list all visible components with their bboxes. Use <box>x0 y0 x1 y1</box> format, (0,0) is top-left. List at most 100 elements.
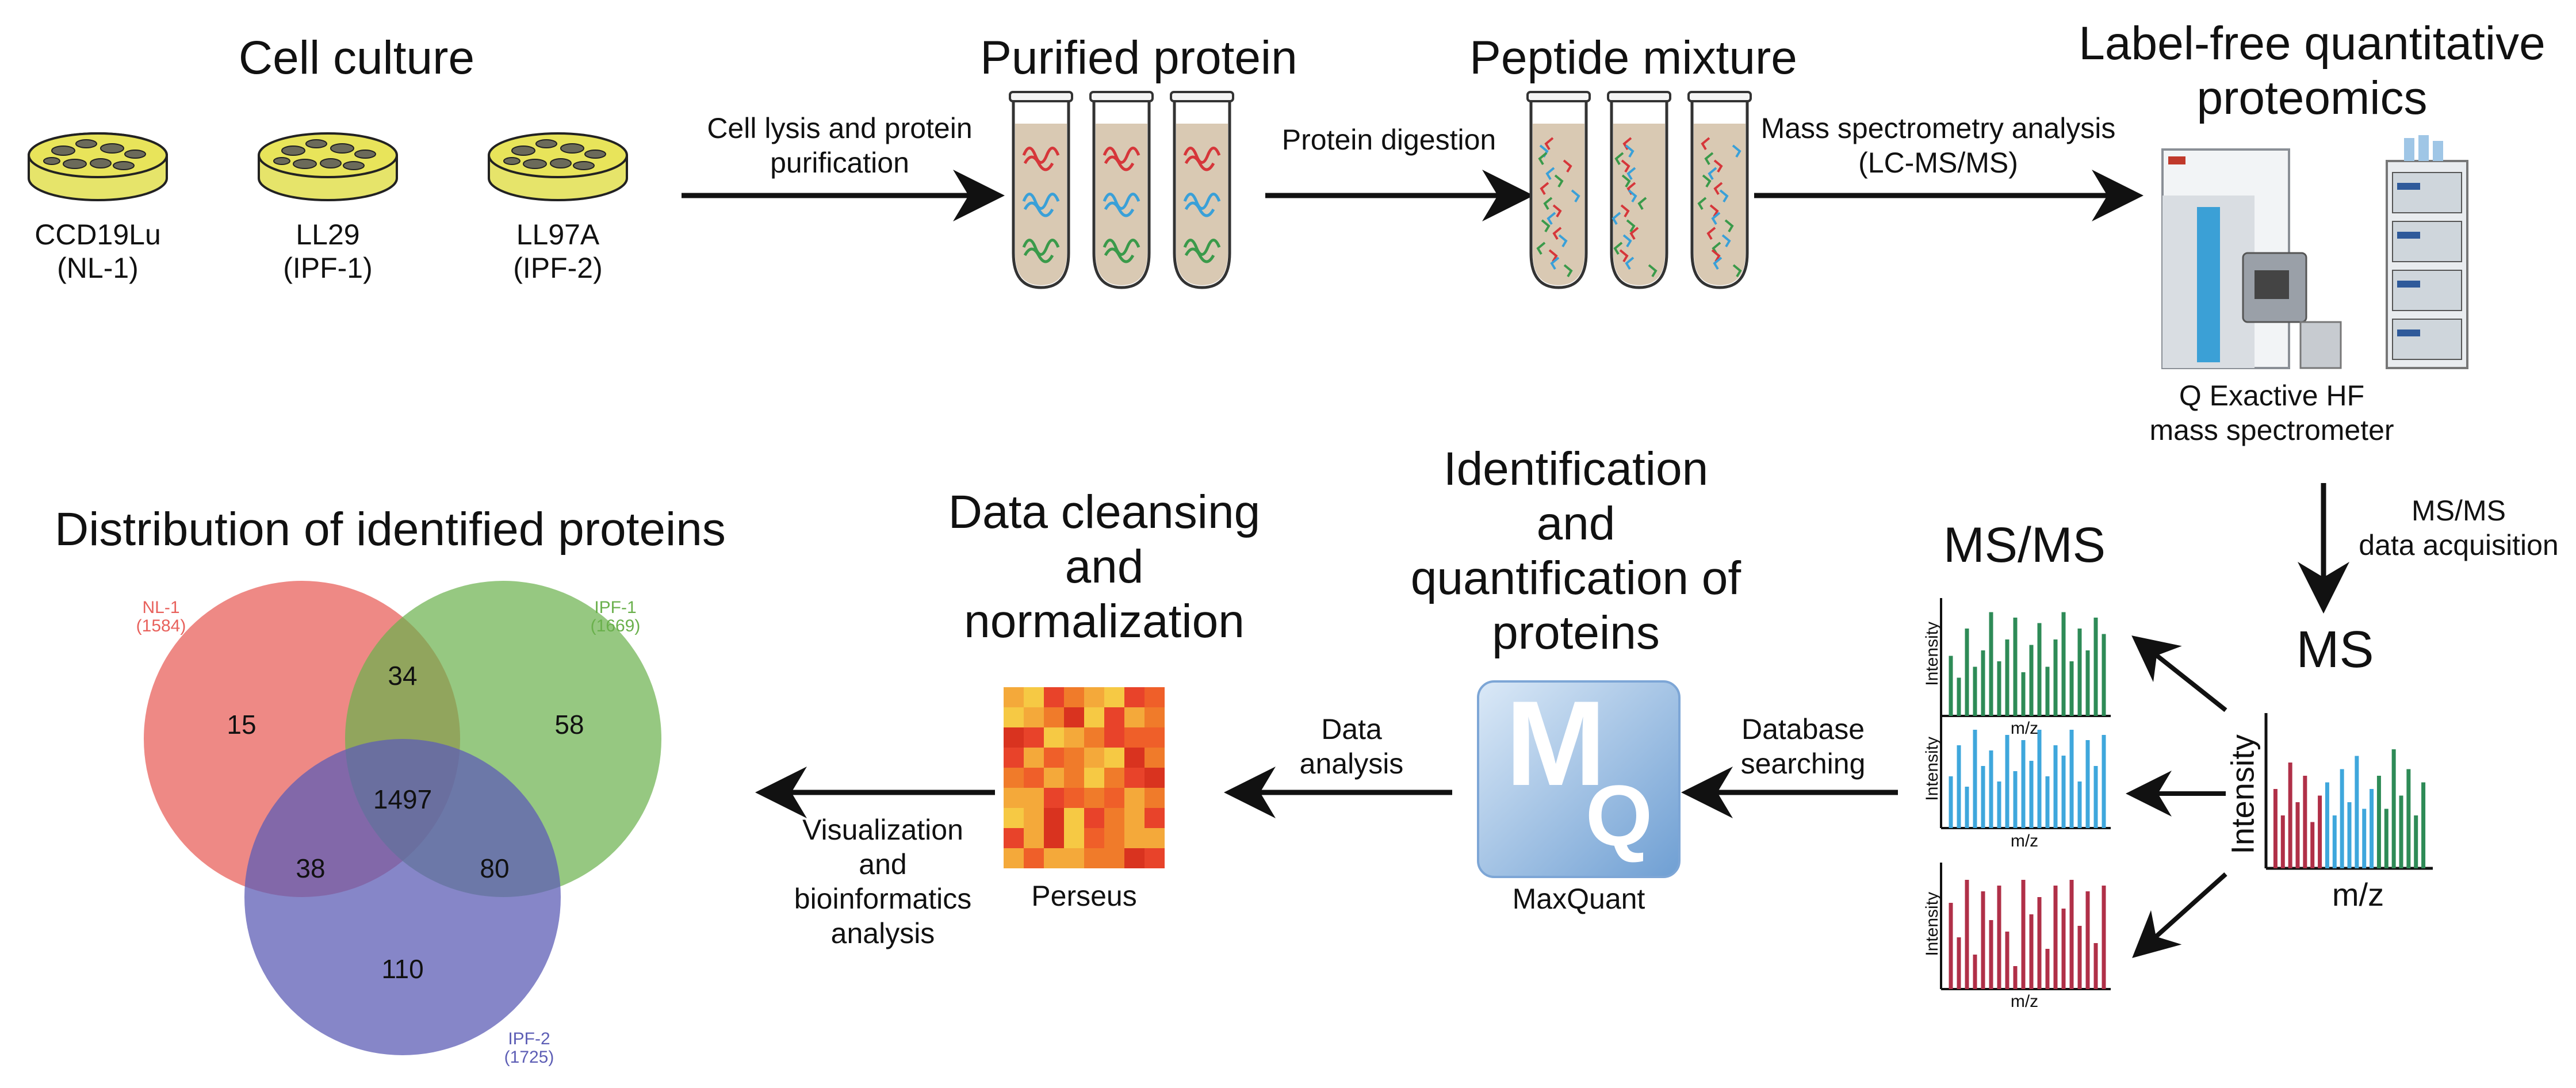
test-tube-icon <box>1170 91 1234 289</box>
heatmap-cell <box>1064 768 1084 788</box>
heatmap-cell <box>1104 727 1124 748</box>
heatmap-cell <box>1004 848 1024 868</box>
test-tube-icon <box>1089 91 1154 289</box>
ms-spectrum <box>2264 713 2433 870</box>
msms-red-ylabel: Intensity <box>1923 891 1942 956</box>
heatmap-cell <box>1104 788 1124 808</box>
test-tube-icon <box>1526 91 1591 289</box>
heatmap-cell <box>1064 727 1084 748</box>
heatmap-cell <box>1124 808 1145 828</box>
msms-green-xlabel: m/z <box>2010 719 2039 738</box>
heatmap-cell <box>1124 748 1145 768</box>
heatmap-cell <box>1084 727 1104 748</box>
heatmap-cell <box>1145 848 1165 868</box>
heatmap-cell <box>1124 828 1145 848</box>
heatmap-cell <box>1044 748 1064 768</box>
maxquant-logo-icon: M Q <box>1477 676 1681 878</box>
cell-culture-title: Cell culture <box>238 32 475 84</box>
msms-red-peaks <box>1949 880 2106 989</box>
heatmap-cell <box>1024 828 1044 848</box>
db-search-label-1: Database <box>1741 713 1865 745</box>
msms-title: MS/MS <box>1943 518 2106 573</box>
petri-dish-nl1 <box>28 132 168 201</box>
heatmap-cell <box>1044 687 1064 707</box>
heatmap-cell <box>1084 768 1104 788</box>
heatmap-cell <box>1004 788 1024 808</box>
heatmap-cell <box>1004 687 1024 707</box>
venn-region-nl-only: 15 <box>227 710 257 740</box>
test-tube-icon <box>1607 91 1671 289</box>
heatmap-cell <box>1145 727 1165 748</box>
heatmap-cell <box>1004 768 1024 788</box>
heatmap-cell <box>1024 707 1044 727</box>
ms-peaks <box>2273 749 2426 868</box>
peptide-mixture-title: Peptide mixture <box>1469 32 1797 84</box>
msms-red-xlabel: m/z <box>2010 992 2039 1011</box>
msms-blue-ylabel: Intensity <box>1923 736 1942 801</box>
instrument-label-1: Q Exactive HF <box>2179 380 2365 412</box>
lfq-title-1: Label-free quantitative <box>2079 17 2546 70</box>
heatmap-cell <box>1084 848 1104 868</box>
heatmap-cell <box>1104 828 1124 848</box>
heatmap-cell <box>1124 727 1145 748</box>
visualization-label-1: Visualization <box>802 814 963 846</box>
identification-title-1: Identification <box>1443 443 1709 495</box>
heatmap-cell <box>1145 687 1165 707</box>
heatmap-cell <box>1124 687 1145 707</box>
arrow-ms-to-msms-top <box>2131 635 2227 712</box>
heatmap-cell <box>1124 768 1145 788</box>
heatmap-cell <box>1044 707 1064 727</box>
data-analysis-label-2: analysis <box>1299 748 1404 780</box>
heatmap-cell <box>1124 707 1145 727</box>
heatmap-cell <box>1104 808 1124 828</box>
venn-label-nl1-total: (1584) <box>136 616 186 635</box>
distribution-title: Distribution of identified proteins <box>55 503 726 556</box>
msms-blue-xlabel: m/z <box>2010 832 2039 851</box>
heatmap-cell <box>1104 768 1124 788</box>
msms-green-ylabel: Intensity <box>1923 621 1942 686</box>
venn-label-ipf2-name: IPF-2 <box>508 1029 550 1048</box>
heatmap-cell <box>1104 748 1124 768</box>
heatmap-cell <box>1024 788 1044 808</box>
venn-label-ipf1-total: (1669) <box>590 616 641 635</box>
msms-spectrum-blue <box>1940 713 2111 829</box>
db-search-label-2: searching <box>1740 748 1866 780</box>
msms-spectrum-green <box>1940 598 2111 717</box>
heatmap-cell <box>1104 707 1124 727</box>
heatmap-cell <box>1145 828 1165 848</box>
heatmap-cell <box>1104 848 1124 868</box>
cleansing-title-2: and <box>1065 541 1144 593</box>
perseus-logo-icon <box>1004 687 1165 868</box>
step-digestion-label: Protein digestion <box>1281 124 1496 156</box>
heatmap-cell <box>1044 808 1064 828</box>
msms-acquisition-label-1: MS/MS <box>2412 495 2506 527</box>
svg-text:M: M <box>1506 676 1606 811</box>
heatmap-cell <box>1024 808 1044 828</box>
perseus-label: Perseus <box>1031 880 1137 912</box>
dish-label-ipf1-group: (IPF-1) <box>283 252 373 284</box>
identification-title-2: and <box>1536 497 1616 550</box>
msms-acquisition-label-2: data acquisition <box>2359 529 2559 561</box>
venn-region-nl-ipf1: 34 <box>388 661 418 691</box>
heatmap-cell <box>1064 748 1084 768</box>
heatmap-cell <box>1024 727 1044 748</box>
step-ms-analysis-label-1: Mass spectrometry analysis <box>1760 112 2116 144</box>
heatmap-cell <box>1064 707 1084 727</box>
venn-region-ipf1-ipf2: 80 <box>480 853 510 883</box>
test-tube-icon <box>1009 91 1073 289</box>
dish-label-nl1-name: CCD19Lu <box>35 219 161 251</box>
heatmap-cell <box>1084 808 1104 828</box>
venn-region-all: 1497 <box>373 784 432 814</box>
dish-label-ipf1-name: LL29 <box>296 219 360 251</box>
heatmap-cell <box>1064 808 1084 828</box>
heatmap-cell <box>1064 788 1084 808</box>
petri-dish-ipf1 <box>258 132 398 201</box>
heatmap-cell <box>1004 748 1024 768</box>
heatmap-cell <box>1064 828 1084 848</box>
heatmap-cell <box>1124 848 1145 868</box>
venn-region-nl-ipf2: 38 <box>296 853 326 883</box>
heatmap-cell <box>1024 687 1044 707</box>
heatmap-cell <box>1145 768 1165 788</box>
heatmap-cell <box>1044 828 1064 848</box>
heatmap-cell <box>1104 687 1124 707</box>
